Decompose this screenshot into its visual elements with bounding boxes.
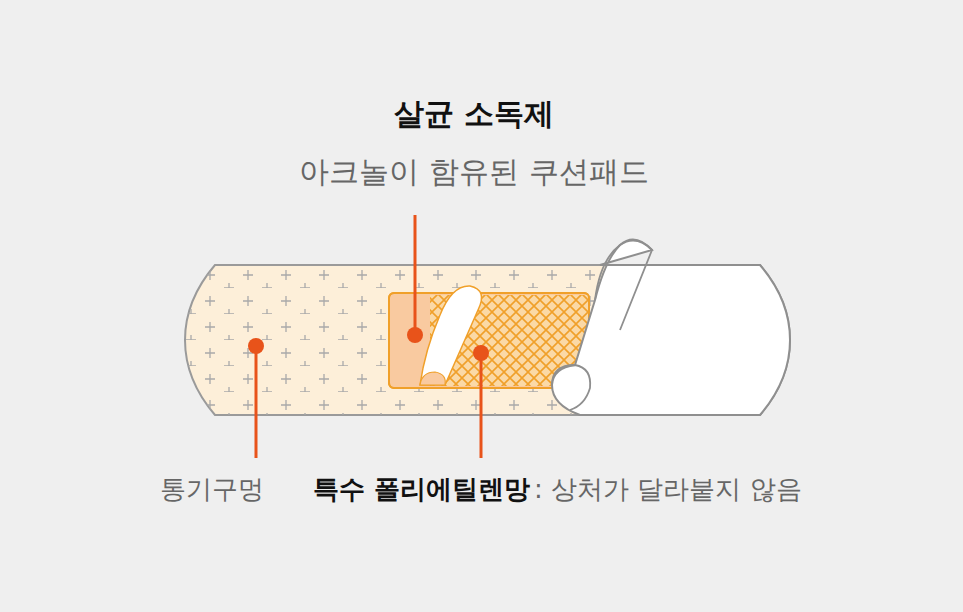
leader-lines <box>248 215 489 458</box>
peeled-mesh <box>420 286 482 385</box>
release-film <box>552 240 790 415</box>
callout-heading: 특수 폴리에틸렌망 <box>313 474 530 505</box>
callout-text: : 상처가 달라붙지 않음 <box>534 474 802 505</box>
callout-text: 아크놀이 함유된 쿠션패드 <box>299 154 648 190</box>
callout-heading: 살균 소독제 <box>394 96 554 132</box>
callout-text: 통기구멍 <box>160 474 264 505</box>
